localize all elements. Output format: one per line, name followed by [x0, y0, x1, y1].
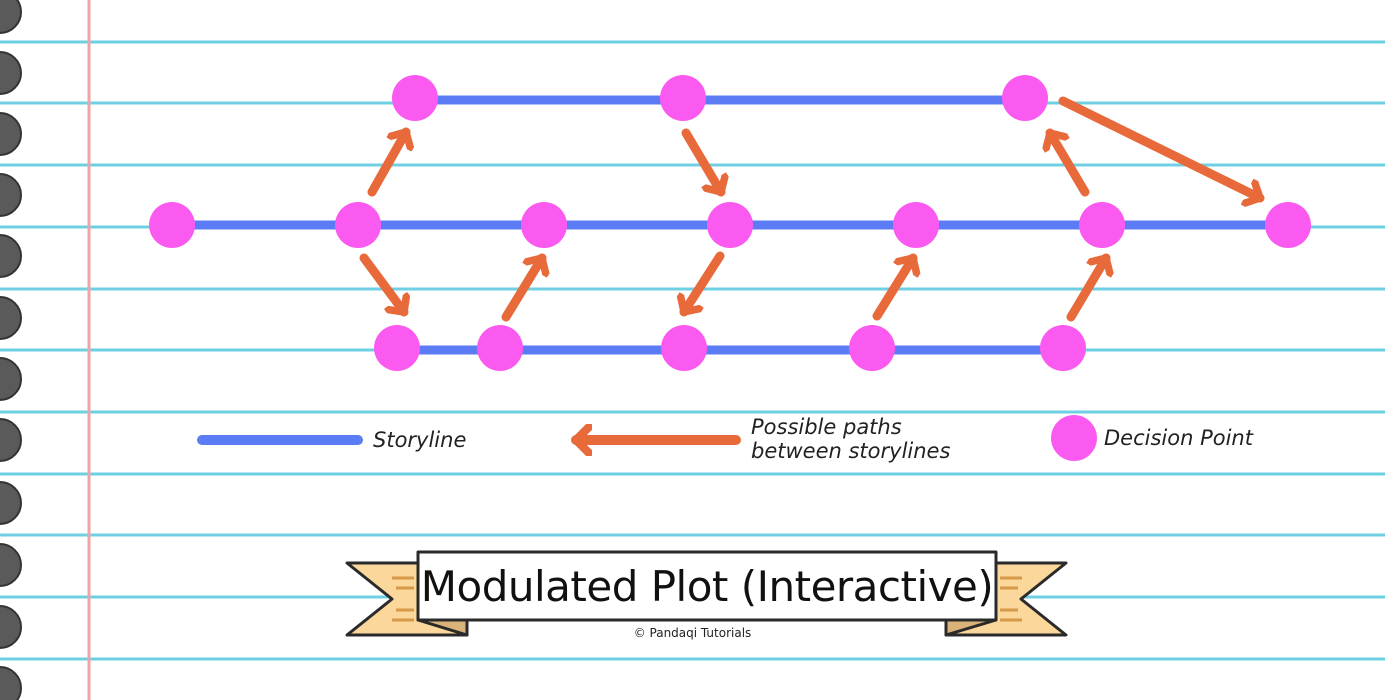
path-arrow — [681, 128, 721, 197]
binder-ring — [0, 666, 22, 700]
binder-ring — [0, 112, 22, 156]
binder-ring — [0, 234, 22, 278]
binder-ring — [0, 418, 22, 462]
decision-point — [661, 325, 707, 371]
binder-ring — [0, 0, 22, 34]
legend-storyline-label: Storyline — [373, 428, 467, 452]
path-arrows — [359, 96, 1265, 322]
binder-ring — [0, 357, 22, 401]
title-banner — [345, 550, 1068, 637]
path-arrow — [1050, 128, 1090, 197]
legend-paths-label-line1: Possible paths — [751, 415, 902, 439]
decision-point — [392, 75, 438, 121]
page-title: Modulated Plot (Interactive) — [420, 561, 994, 611]
decision-point — [335, 202, 381, 248]
legend-decision-point-label: Decision Point — [1104, 426, 1253, 450]
decision-point — [521, 202, 567, 248]
binder-ring — [0, 173, 22, 217]
legend — [197, 415, 1097, 461]
binder-ring — [0, 605, 22, 649]
decision-point — [374, 325, 420, 371]
decision-point — [1265, 202, 1311, 248]
binder-ring — [0, 296, 22, 340]
path-arrow — [1058, 96, 1265, 198]
path-arrow — [501, 253, 542, 322]
binder-ring — [0, 481, 22, 525]
decision-point — [660, 75, 706, 121]
legend-paths-label-line2: between storylines — [751, 439, 951, 463]
legend-decision-point-swatch — [1051, 415, 1097, 461]
credit-text: © Pandaqi Tutorials — [633, 626, 752, 640]
decision-points — [149, 75, 1311, 371]
path-arrow — [684, 251, 725, 317]
path-arrow — [872, 253, 913, 321]
binder-ring — [0, 51, 22, 95]
binder-rings — [0, 0, 22, 700]
decision-point — [477, 325, 523, 371]
binder-ring — [0, 543, 22, 587]
decision-point — [893, 202, 939, 248]
path-arrow — [359, 253, 404, 317]
decision-point — [1040, 325, 1086, 371]
decision-point — [1002, 75, 1048, 121]
decision-point — [149, 202, 195, 248]
decision-point — [849, 325, 895, 371]
decision-point — [1079, 202, 1125, 248]
path-arrow — [1066, 253, 1106, 322]
decision-point — [707, 202, 753, 248]
banner-center — [416, 550, 998, 622]
path-arrow — [367, 127, 406, 197]
